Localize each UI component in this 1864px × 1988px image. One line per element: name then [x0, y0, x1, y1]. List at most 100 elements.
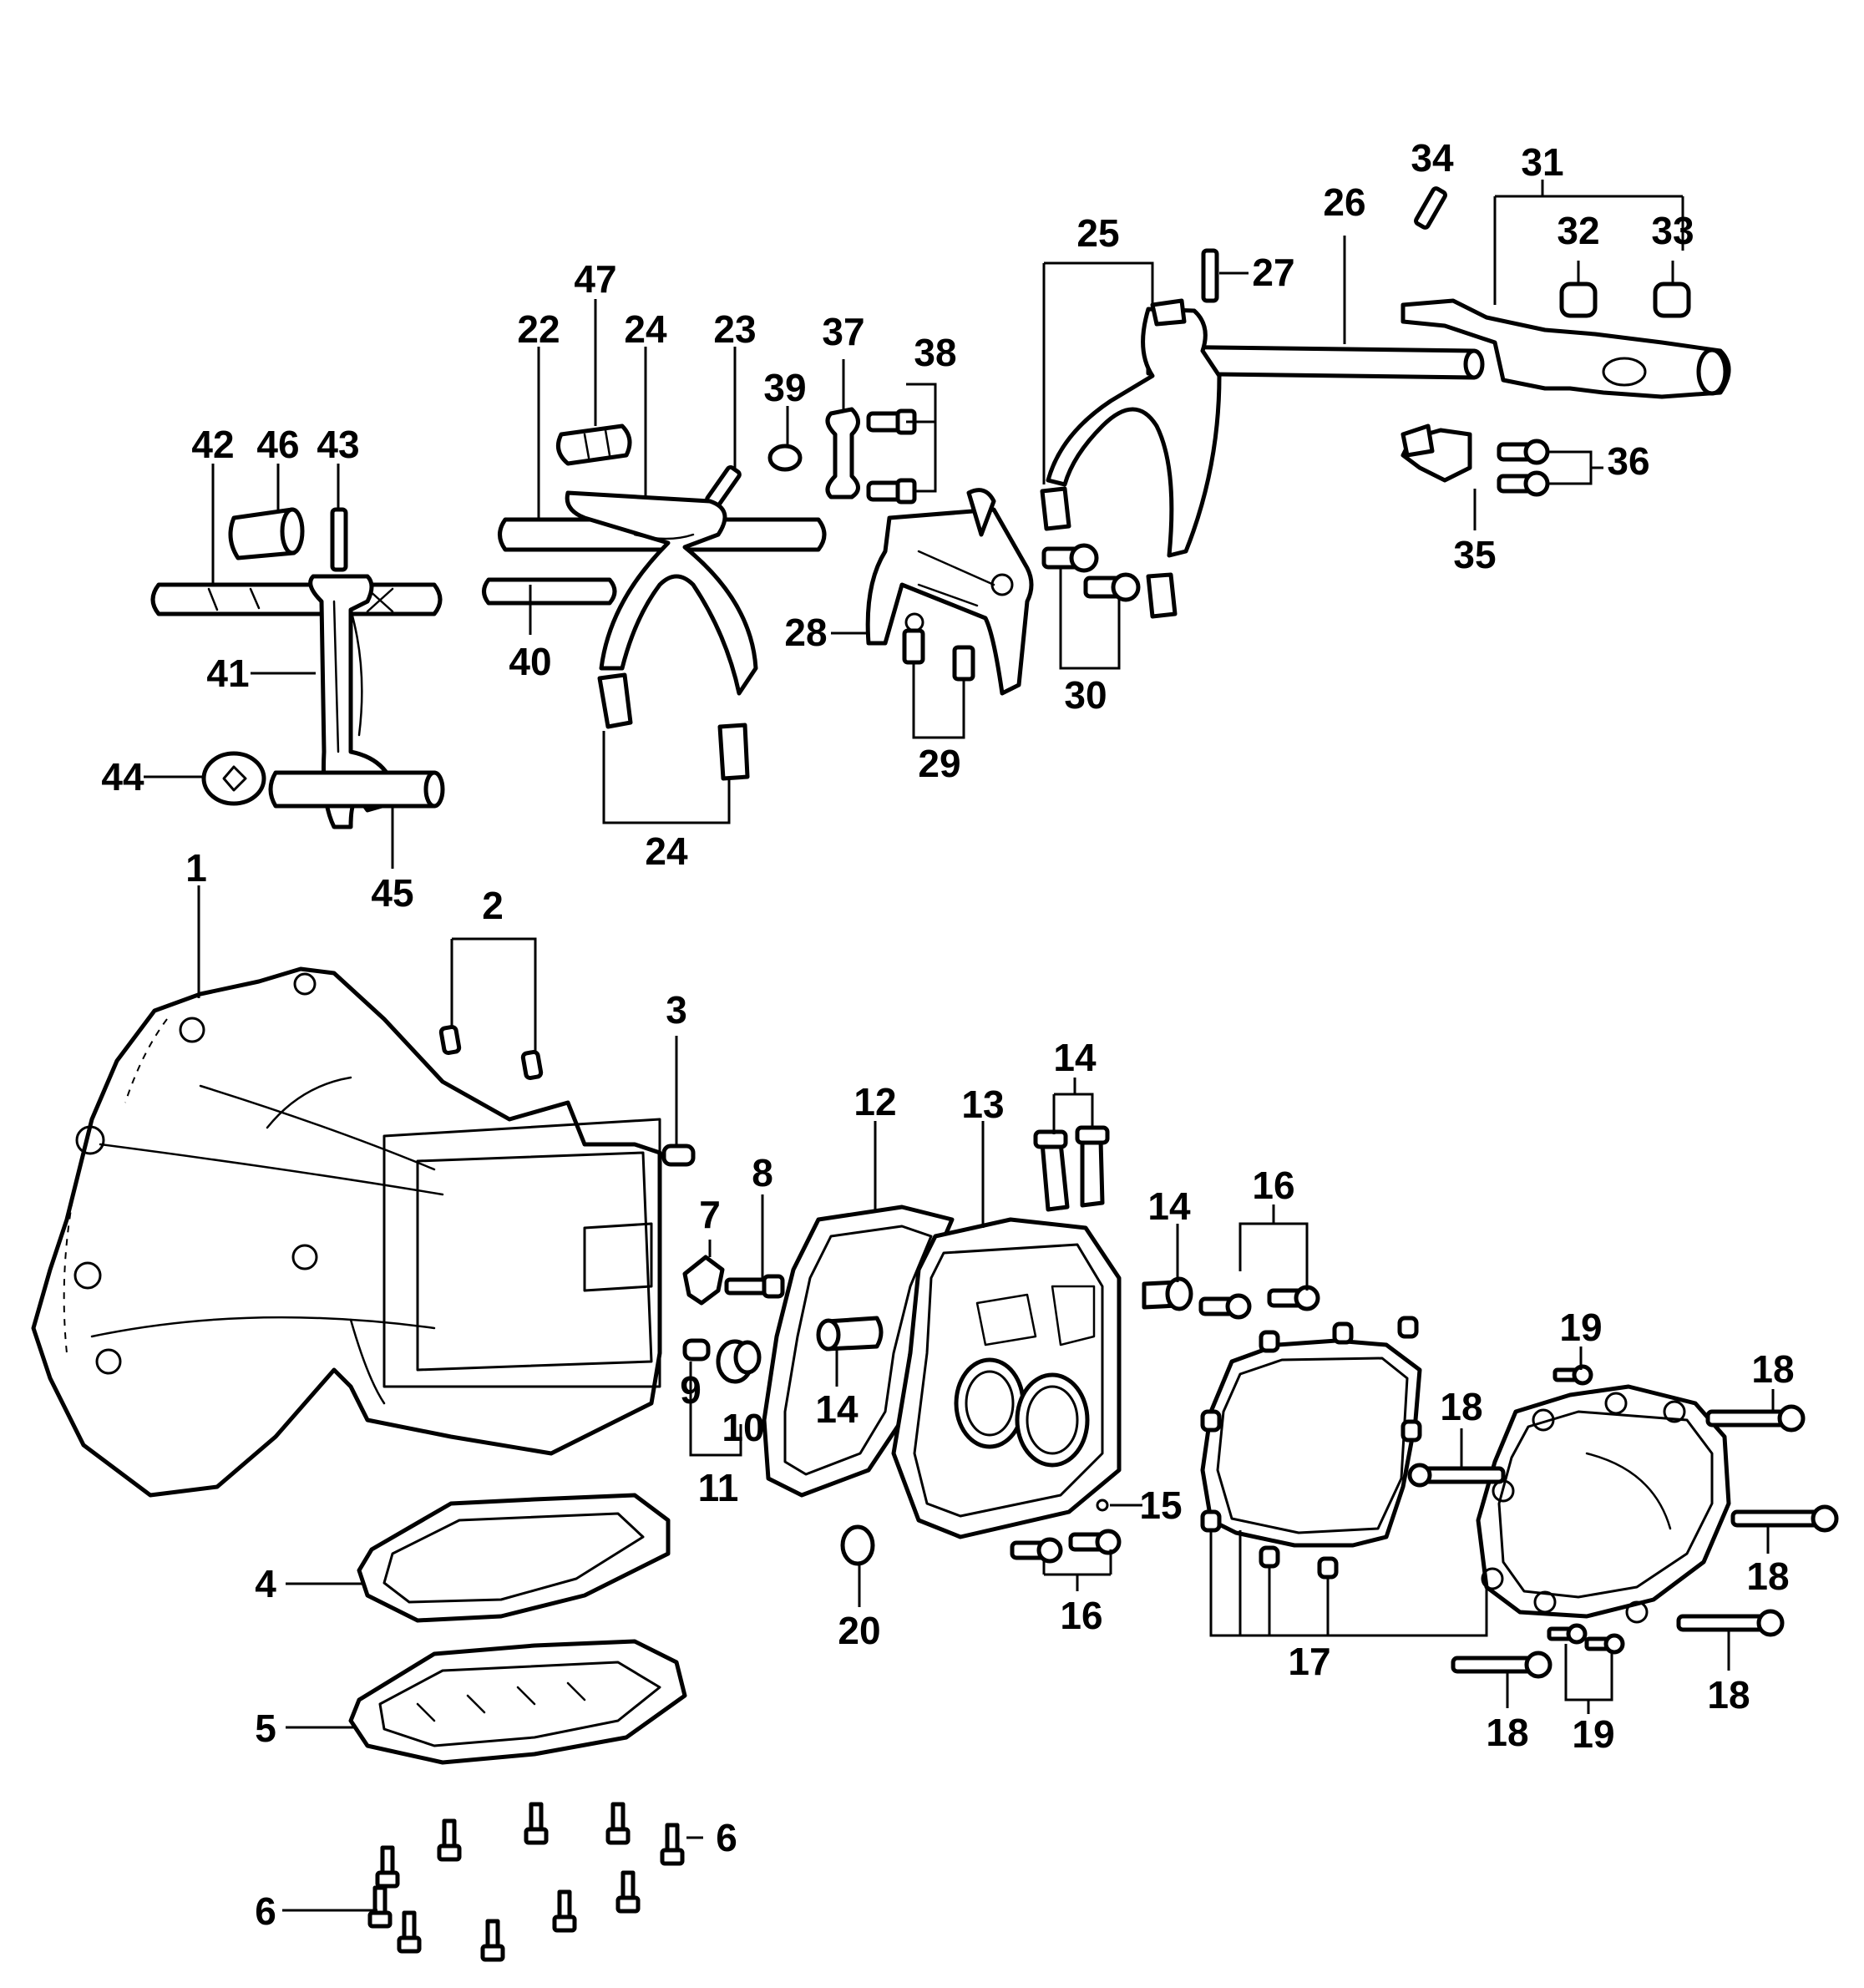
- callout-14-top: 14: [1053, 1036, 1097, 1079]
- part-14-shaft-centre: [816, 1316, 884, 1352]
- callout-5: 5: [255, 1707, 276, 1750]
- callout-36: 36: [1607, 439, 1649, 483]
- callout-11: 11: [698, 1466, 739, 1509]
- part-26-selector-rod: [1146, 344, 1485, 380]
- part-19-bolts: [1547, 1364, 1625, 1655]
- part-28-gate-bracket: [865, 488, 1034, 696]
- part-20-plug: [840, 1524, 875, 1566]
- callout-34: 34: [1411, 136, 1454, 180]
- part-17-gasket: [1200, 1316, 1422, 1580]
- callout-41: 41: [206, 652, 249, 695]
- callout-44: 44: [101, 755, 144, 799]
- part-44-washer: [201, 751, 266, 806]
- callout-18-top-right: 18: [1751, 1347, 1794, 1391]
- part-36-bolt-lower: [1497, 470, 1550, 497]
- part-32-bush: [1559, 281, 1598, 318]
- callout-14-right: 14: [1147, 1184, 1191, 1228]
- callout-30: 30: [1064, 673, 1107, 717]
- part-31-selector-finger: [1401, 298, 1731, 399]
- callout-31: 31: [1521, 140, 1563, 184]
- part-46-interlock-sleeve: [228, 507, 305, 560]
- part-9-bush: [682, 1338, 711, 1362]
- part-7-clip: [682, 1255, 725, 1306]
- callout-42: 42: [191, 423, 234, 466]
- callout-35: 35: [1453, 533, 1496, 576]
- part-27-pin: [1201, 248, 1219, 303]
- part-14-shaft-right: [1142, 1276, 1193, 1311]
- part-36-bolt-upper: [1497, 439, 1550, 465]
- part-29-slide-pad-right: [952, 645, 975, 682]
- part-25-fork-pad-left: [1040, 486, 1071, 531]
- callout-39: 39: [763, 366, 806, 409]
- callout-23: 23: [713, 307, 756, 351]
- part-13-intermediate-housing: [891, 1217, 1122, 1539]
- part-25-selector-fork: [1046, 298, 1222, 558]
- part-45-selector-rod-lower: [268, 770, 445, 809]
- callout-16-upper: 16: [1252, 1164, 1294, 1207]
- callout-19-top: 19: [1559, 1306, 1602, 1349]
- part-2-dowel-lower: [520, 1049, 544, 1081]
- callout-7: 7: [699, 1193, 721, 1236]
- part-33-bush: [1653, 281, 1691, 318]
- part-14-shaft-upper-right: [1075, 1125, 1110, 1208]
- callout-16-lower: 16: [1060, 1594, 1102, 1637]
- part-30-bolt-lower: [1083, 572, 1141, 602]
- part-42-selector-rod: [150, 582, 443, 616]
- callout-8: 8: [752, 1151, 773, 1194]
- part-40-selector-rod: [482, 577, 617, 606]
- part-4-gasket: [357, 1493, 671, 1623]
- part-6-bolts: [367, 1802, 685, 1962]
- callout-29: 29: [918, 742, 960, 785]
- callout-4: 4: [255, 1562, 276, 1605]
- callout-28: 28: [784, 611, 827, 654]
- part-10-plug: [716, 1339, 762, 1384]
- callout-1: 1: [185, 846, 207, 890]
- callout-24-top: 24: [624, 307, 667, 351]
- part-2-dowel-upper: [438, 1024, 462, 1056]
- part-8-bolt: [724, 1274, 785, 1299]
- callout-2: 2: [482, 884, 504, 927]
- callout-24-bottom: 24: [645, 829, 688, 873]
- part-29-slide-pad-left: [902, 628, 925, 665]
- callout-20: 20: [838, 1609, 880, 1652]
- callout-17: 17: [1288, 1640, 1330, 1683]
- part-5-oil-pan: [348, 1639, 687, 1765]
- part-34-pin: [1414, 186, 1447, 230]
- callout-40: 40: [509, 640, 551, 683]
- part-24-fork-pad-left: [597, 672, 633, 729]
- callout-15: 15: [1139, 1483, 1182, 1527]
- part-43-pin: [330, 507, 348, 572]
- leader-lines: [144, 180, 1775, 1912]
- part-16-bolts-lower: [1010, 1529, 1122, 1564]
- part-15-ball: [1096, 1499, 1109, 1512]
- callout-27: 27: [1252, 251, 1294, 294]
- callout-22: 22: [517, 307, 560, 351]
- callout-37: 37: [822, 310, 864, 353]
- callout-45: 45: [371, 871, 413, 915]
- callout-32: 32: [1557, 209, 1599, 252]
- part-3-bush: [661, 1144, 696, 1167]
- part-24-selector-fork: [565, 490, 758, 696]
- part-24-fork-pad-right: [717, 723, 750, 781]
- part-1-bell-housing: [31, 966, 662, 1498]
- callout-43: 43: [317, 423, 359, 466]
- callout-labels: 1 2 3 4 5 6 6 7 8 9 10 11 12 13 14 14 14…: [101, 136, 1794, 1933]
- callout-18-left: 18: [1440, 1385, 1482, 1428]
- part-18-end-cover: [1476, 1384, 1731, 1624]
- part-35-gate-plate: [1401, 423, 1472, 483]
- callout-3: 3: [666, 988, 687, 1032]
- part-18-bolts: [1407, 1404, 1839, 1679]
- callout-14-centre: 14: [815, 1387, 859, 1431]
- callout-25: 25: [1076, 211, 1119, 255]
- callout-13: 13: [961, 1083, 1004, 1126]
- part-14-shaft-upper-left: [1033, 1129, 1070, 1212]
- part-47-interlock-block: [555, 423, 632, 466]
- part-16-bolts-upper: [1198, 1285, 1320, 1320]
- part-38-bolt-lower: [866, 478, 917, 505]
- callout-18-mid-right: 18: [1746, 1554, 1789, 1598]
- callout-9: 9: [680, 1368, 702, 1412]
- part-30-bolt-upper: [1041, 543, 1099, 573]
- callout-10: 10: [722, 1406, 764, 1449]
- callout-33: 33: [1651, 209, 1694, 252]
